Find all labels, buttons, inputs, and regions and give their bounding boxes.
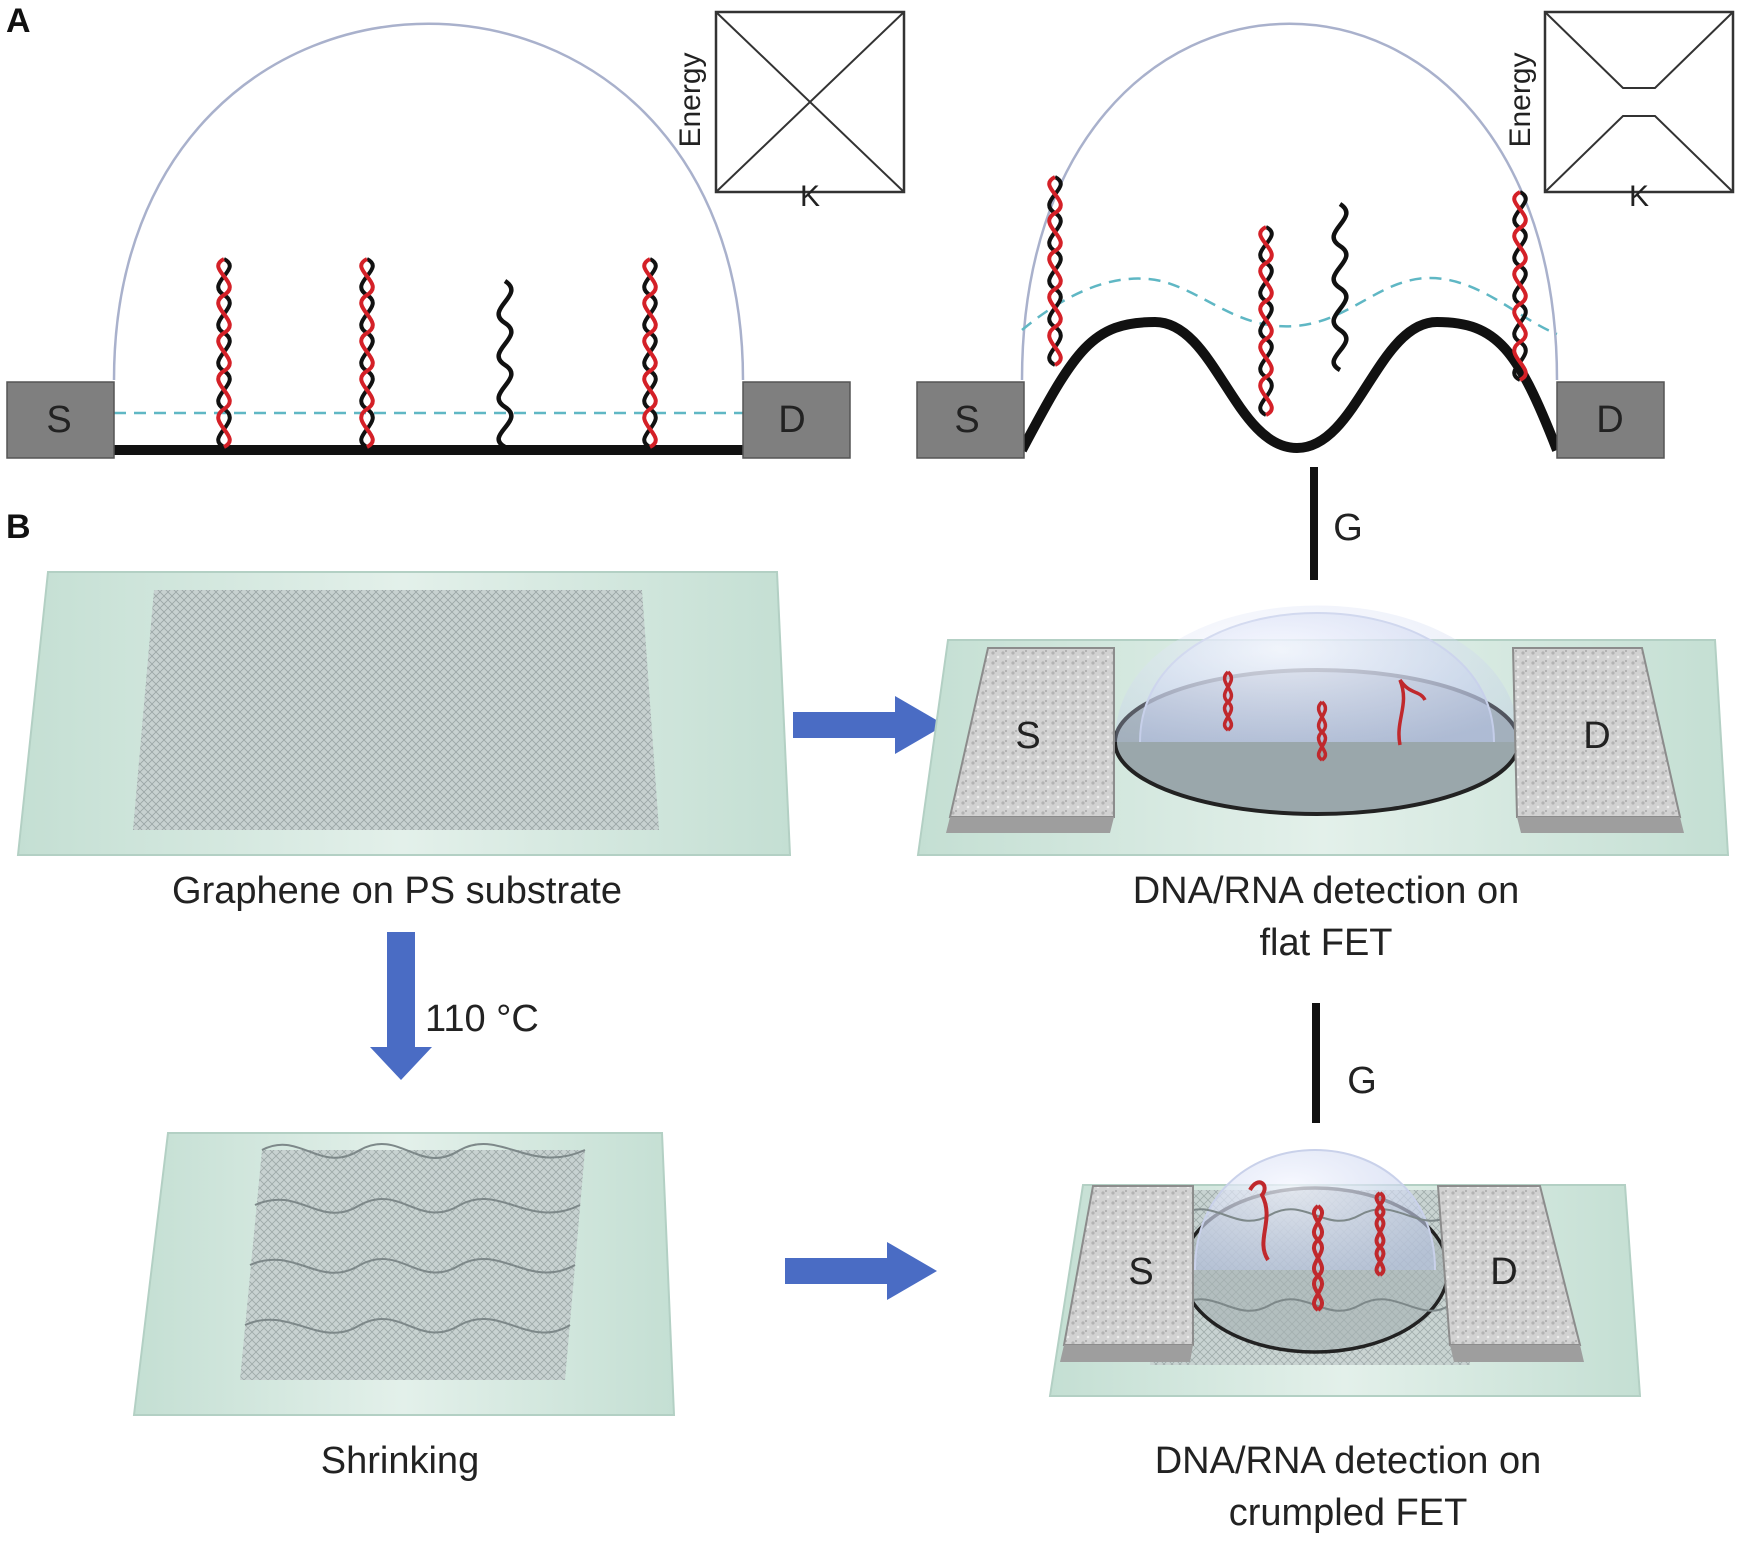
drain-electrode-edge — [1450, 1345, 1584, 1362]
crumpled-graphene-substrate — [132, 1132, 676, 1416]
single-strand-probe — [496, 279, 514, 449]
drain-electrode — [742, 381, 851, 459]
source-electrode-edge — [1060, 1345, 1193, 1362]
right-arrow — [793, 696, 945, 754]
graphene-sheet — [133, 590, 659, 830]
dna-double-helix — [1512, 190, 1528, 382]
source-label: S — [1015, 715, 1040, 757]
graphene-on-ps-substrate — [16, 571, 792, 856]
panel-label-b: B — [6, 508, 31, 546]
dna-double-helix — [1258, 225, 1274, 417]
crumpled-band-schematic: S D Energy K G — [916, 10, 1735, 580]
band-structure-inset — [714, 10, 906, 194]
single-strand-probe — [1397, 678, 1427, 746]
flat-band-schematic: S D Energy K — [6, 10, 906, 459]
drain-electrode — [1556, 381, 1665, 459]
dna-double-helix — [1312, 1204, 1324, 1312]
debye-length-line — [1021, 276, 1558, 336]
dna-double-helix — [642, 257, 658, 449]
dna-double-helix — [1374, 1191, 1386, 1277]
single-strand-probe — [1248, 1180, 1270, 1262]
source-label: S — [954, 399, 979, 441]
band-structure-inset — [1543, 10, 1735, 194]
crumpled-fet-device: S D — [1048, 1149, 1642, 1397]
gate-label: G — [1333, 507, 1363, 549]
source-electrode-edge — [946, 817, 1114, 833]
right-arrow — [785, 1242, 937, 1300]
crumpled-fet-caption-line2: crumpled FET — [1229, 1492, 1468, 1534]
drain-label: D — [1490, 1251, 1517, 1293]
source-label: S — [46, 399, 71, 441]
drain-electrode-edge — [1517, 817, 1684, 833]
flat-fet-device: S D — [916, 605, 1730, 856]
dna-double-helix — [359, 257, 375, 449]
down-arrow — [370, 932, 432, 1080]
dna-double-helix — [216, 257, 232, 449]
energy-axis-label: Energy — [1504, 52, 1537, 147]
substrate-caption: Graphene on PS substrate — [172, 870, 622, 912]
shrinking-caption: Shrinking — [321, 1440, 479, 1482]
temperature-label: 110 °C — [425, 998, 539, 1040]
drain-label: D — [1596, 399, 1623, 441]
dna-double-helix — [1047, 175, 1063, 367]
crumpled-fet-caption-line1: DNA/RNA detection on — [1155, 1440, 1542, 1482]
gate-label: G — [1347, 1060, 1377, 1102]
source-electrode — [916, 381, 1025, 459]
dna-double-helix — [1222, 670, 1234, 732]
dna-double-helix — [1316, 700, 1328, 762]
electrolyte-dome-outline — [112, 22, 745, 381]
energy-axis-label: Energy — [674, 52, 707, 147]
k-axis-label: K — [1629, 180, 1649, 213]
drain-label: D — [778, 399, 805, 441]
flat-fet-caption-line2: flat FET — [1259, 922, 1392, 964]
electrolyte-dome — [1115, 605, 1519, 742]
k-axis-label: K — [800, 180, 820, 213]
crumpled-graphene-channel — [1017, 316, 1562, 454]
drain-label: D — [1583, 715, 1610, 757]
flat-fet-caption-line1: DNA/RNA detection on — [1133, 870, 1520, 912]
panel-label-a: A — [6, 2, 31, 40]
single-strand-probe — [1331, 202, 1349, 372]
source-electrode — [6, 381, 115, 459]
source-label: S — [1128, 1251, 1153, 1293]
